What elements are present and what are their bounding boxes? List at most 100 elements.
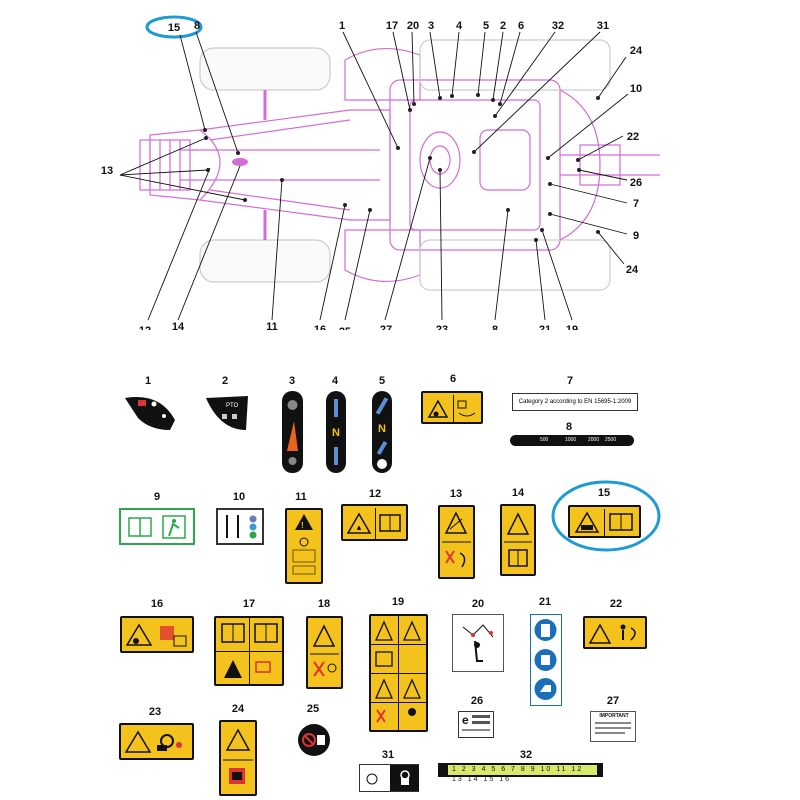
decal-number-9: 9 <box>153 491 161 503</box>
callout-17: 17 <box>386 20 398 32</box>
decal-number-3: 3 <box>288 375 296 387</box>
highlight-ring-15 <box>145 15 203 39</box>
decal-number-4: 4 <box>331 375 339 387</box>
decal-number-2: 2 <box>221 375 229 387</box>
decal-number-27: 27 <box>606 695 620 707</box>
callout-3: 3 <box>428 20 434 32</box>
callout-27: 27 <box>380 324 392 330</box>
callout-26: 26 <box>630 177 642 189</box>
callout-14: 14 <box>172 321 185 330</box>
callout-8-bottom: 8 <box>492 324 498 330</box>
callout-8-top: 8 <box>194 20 200 32</box>
decal-8-tick-500: 500 <box>540 437 549 443</box>
callout-12: 12 <box>139 325 151 330</box>
decal-number-23: 23 <box>148 706 162 718</box>
callout-21: 21 <box>539 324 551 330</box>
callout-31: 31 <box>597 20 609 32</box>
decal-2-text: PTO <box>226 403 239 409</box>
decal-18-maintenance-warning <box>306 616 343 689</box>
decal-32-scale: 1 2 3 4 5 6 7 8 9 10 11 12 13 14 15 16 <box>448 765 597 783</box>
callout-6: 6 <box>518 20 524 32</box>
decal-5-letter: N <box>378 423 386 435</box>
callout-16: 16 <box>314 324 326 330</box>
decal-number-13: 13 <box>449 488 463 500</box>
callout-10: 10 <box>630 83 642 95</box>
callout-labels: 15 8 1 17 20 3 4 5 2 6 32 31 24 10 22 26… <box>101 20 643 330</box>
decal-number-18: 18 <box>317 598 331 610</box>
callout-24-bottom: 24 <box>626 264 639 276</box>
callout-15: 15 <box>168 22 180 34</box>
decal-3-speed-range-strip <box>282 391 303 473</box>
decal-22-hitch-crush-warning <box>583 616 647 649</box>
callout-7: 7 <box>633 198 639 210</box>
decal-8-rpm-strip: 500 1000 2000 2500 <box>510 435 634 446</box>
callout-20: 20 <box>407 20 419 32</box>
decal-5-neutral-lock-strip: N <box>372 391 392 473</box>
decal-2-pto-control: PTO <box>206 396 248 430</box>
decal-number-11: 11 <box>295 491 307 503</box>
decal-6-rotating-parts-warning <box>421 391 483 424</box>
callout-23: 23 <box>436 324 448 330</box>
decal-4-letter: N <box>332 427 340 439</box>
decal-24-cab-warning <box>219 720 257 796</box>
decal-32-scale-strip: 1 2 3 4 5 6 7 8 9 10 11 12 13 14 15 16 <box>438 763 603 783</box>
callout-32: 32 <box>552 20 564 32</box>
decal-9-emergency-exit <box>119 508 195 545</box>
decal-number-6: 6 <box>449 373 457 385</box>
decal-17-read-manual-warning <box>214 616 284 686</box>
decal-10-hitch-control <box>216 508 264 545</box>
decal-31-lock-control <box>359 764 419 792</box>
decal-number-7: 7 <box>566 375 574 387</box>
decal-number-14: 14 <box>511 487 525 499</box>
decal-number-8: 8 <box>565 421 573 433</box>
decal-1-joystick-symbols <box>125 396 175 430</box>
decal-number-1: 1 <box>144 375 152 387</box>
decal-20-operator-instruction <box>452 614 504 672</box>
decal-15-rollover-warning <box>568 505 641 538</box>
decal-11-battery-warning: ! <box>285 508 323 584</box>
decal-number-24: 24 <box>231 703 245 715</box>
callout-dots <box>203 93 600 242</box>
decal-number-20: 20 <box>471 598 485 610</box>
callout-11: 11 <box>266 321 278 330</box>
highlight-ring-decal-15 <box>551 480 661 552</box>
decal-number-26: 26 <box>470 695 484 707</box>
callout-25: 25 <box>339 326 351 330</box>
callout-1: 1 <box>339 20 345 32</box>
leader-lines <box>119 31 629 321</box>
decal-number-10: 10 <box>232 491 246 503</box>
decal-number-12: 12 <box>368 488 382 500</box>
decal-number-31: 31 <box>381 749 395 761</box>
decal-19-multi-warning <box>369 614 428 732</box>
decal-14-hot-surface-warning <box>500 504 536 576</box>
decal-number-17: 17 <box>242 598 256 610</box>
decal-number-19: 19 <box>391 596 405 608</box>
decal-25-no-diesel-round <box>298 724 330 756</box>
tractor-top-view-diagram: 15 8 1 17 20 3 4 5 2 6 32 31 24 10 22 26… <box>101 15 660 330</box>
callout-13: 13 <box>101 165 113 177</box>
callout-24-top: 24 <box>630 45 643 57</box>
callout-22: 22 <box>627 131 639 143</box>
callout-9: 9 <box>633 230 639 242</box>
decal-7-category-label: Category 2 according to EN 15695-1:2009 <box>512 393 638 411</box>
decal-27-title: IMPORTANT <box>599 713 629 719</box>
callout-5: 5 <box>483 20 489 32</box>
decal-number-5: 5 <box>378 375 386 387</box>
decal-number-15: 15 <box>597 487 611 499</box>
decal-23-rollover-crush-warning <box>119 723 194 760</box>
decal-8-tick-2500: 2500 <box>605 437 617 443</box>
decal-4-neutral-strip: N <box>326 391 346 473</box>
decal-27-important-notice: IMPORTANT <box>590 711 636 742</box>
decal-13-crush-warning <box>438 505 475 579</box>
decal-number-22: 22 <box>609 598 623 610</box>
callout-2: 2 <box>500 20 506 32</box>
decal-12-fire-warning <box>341 504 408 541</box>
decal-number-25: 25 <box>306 703 320 715</box>
decal-21-ppe-mandatory <box>530 614 562 706</box>
decal-8-tick-2000: 2000 <box>588 437 600 443</box>
decal-26-homologation-plate: e <box>458 711 494 738</box>
decal-26-text: e <box>462 713 469 727</box>
callout-19: 19 <box>566 324 578 330</box>
decal-number-16: 16 <box>150 598 164 610</box>
decal-number-21: 21 <box>538 596 552 608</box>
